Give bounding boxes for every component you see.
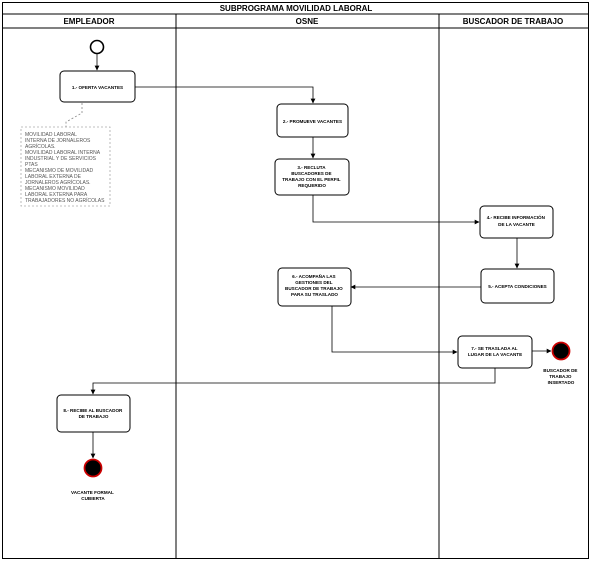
end-label-empleador: VACANTE FORMAL CUBIERTA [71, 490, 115, 501]
note-connector [65, 99, 83, 127]
action-node-8-label: 8.- RECIBE AL BUSCADOR DE TRABAJO [63, 408, 123, 419]
diagram-title: SUBPROGRAMA MOVILIDAD LABORAL [220, 4, 373, 13]
action-node-3-label: 3.- RECLUTA BUSCADORES DE TRABAJO CON EL… [282, 165, 342, 188]
end-node-buscador [551, 341, 571, 361]
edge-3-to-4 [312, 195, 480, 225]
edge-7-to-8 [90, 368, 496, 395]
action-node-5-label: 5.- ACEPTA CONDICIONES [488, 284, 547, 289]
action-node-3[interactable]: 3.- RECLUTA BUSCADORES DE TRABAJO CON EL… [274, 158, 350, 196]
action-node-5[interactable]: 5.- ACEPTA CONDICIONES [480, 268, 555, 304]
end-node-empleador [83, 458, 103, 478]
lane-header-buscador: BUSCADOR DE TRABAJO [463, 17, 563, 26]
action-node-8[interactable]: 8.- RECIBE AL BUSCADOR DE TRABAJO [56, 394, 131, 433]
lane-header-osne: OSNE [296, 17, 319, 26]
action-node-2-label: 2.- PROMUEVE VACANTES [283, 119, 342, 124]
end-label-buscador: BUSCADOR DE TRABAJO INSERTADO [543, 368, 578, 385]
action-node-4[interactable]: 4.- RECIBE INFORMACIÓN DE LA VACANTE [479, 205, 554, 239]
edges [65, 54, 552, 459]
action-node-1[interactable]: 1.- OFERTA VACANTES [59, 70, 136, 103]
action-node-6[interactable]: 6.- ACOMPAÑA LAS GESTIONES DEL BUSCADOR … [277, 267, 352, 307]
action-node-1-label: 1.- OFERTA VACANTES [72, 85, 123, 90]
action-node-2[interactable]: 2.- PROMUEVE VACANTES [276, 103, 349, 138]
note-box: MOVILIDAD LABORAL INTERNA DE JORNALEROS … [20, 126, 111, 207]
swimlane-frame [2, 2, 589, 559]
start-node [89, 39, 105, 55]
action-node-6-label: 6.- ACOMPAÑA LAS GESTIONES DEL BUSCADOR … [285, 273, 344, 297]
edge-6-to-7 [331, 306, 458, 355]
action-node-4-label: 4.- RECIBE INFORMACIÓN DE LA VACANTE [487, 213, 546, 227]
note-text: MOVILIDAD LABORAL INTERNA DE JORNALEROS … [25, 132, 105, 204]
edge-1-to-2 [135, 86, 316, 104]
action-node-7[interactable]: 7.- SE TRASLADA AL LUGAR DE LA VACANTE [457, 335, 533, 369]
action-node-7-label: 7.- SE TRASLADA AL LUGAR DE LA VACANTE [468, 346, 522, 357]
lane-header-empleador: EMPLEADOR [63, 17, 114, 26]
